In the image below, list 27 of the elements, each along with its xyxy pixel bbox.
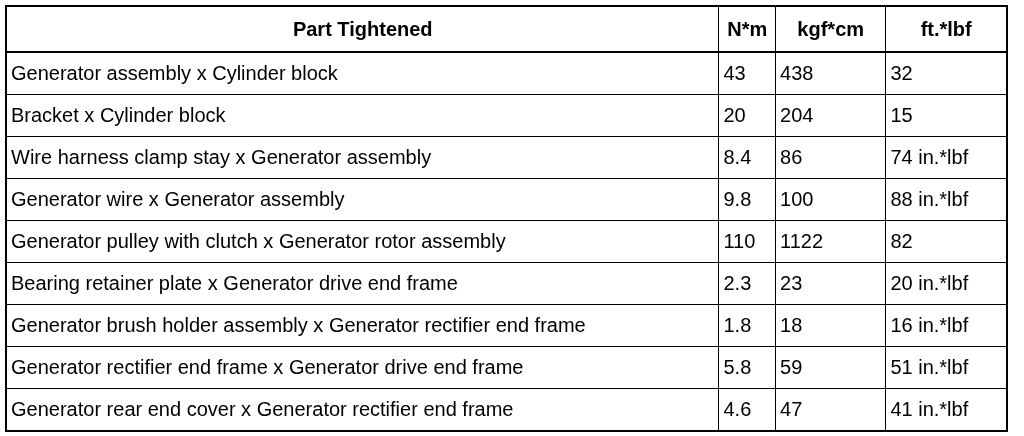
part-name-cell: Generator assembly x Cylinder block xyxy=(6,52,719,95)
column-header: Part Tightened xyxy=(6,6,719,52)
part-name-cell: Generator wire x Generator assembly xyxy=(6,178,719,221)
torque-value-cell: 9.8 xyxy=(718,178,776,221)
part-name-cell: Bracket x Cylinder block xyxy=(6,94,719,137)
torque-value-cell: 8.4 xyxy=(718,136,776,179)
torque-value-cell: 1.8 xyxy=(718,304,776,347)
column-header: N*m xyxy=(718,6,776,52)
torque-value-cell: 86 xyxy=(775,136,886,179)
torque-value-cell: 100 xyxy=(775,178,886,221)
torque-value-cell: 2.3 xyxy=(718,262,776,305)
torque-value-cell: 23 xyxy=(775,262,886,305)
torque-value-cell: 59 xyxy=(775,346,886,389)
torque-value-cell: 1122 xyxy=(775,220,886,263)
torque-value-cell: 110 xyxy=(718,220,776,263)
torque-value-cell: 438 xyxy=(775,52,886,95)
column-header: kgf*cm xyxy=(775,6,886,52)
part-name-cell: Generator rectifier end frame x Generator drive end frame xyxy=(6,346,719,389)
part-name-cell: Wire harness clamp stay x Generator assembly xyxy=(6,136,719,179)
torque-value-cell: 5.8 xyxy=(718,346,776,389)
torque-value-cell: 204 xyxy=(775,94,886,137)
torque-value-cell: 20 xyxy=(718,94,776,137)
torque-value-cell: 43 xyxy=(718,52,776,95)
part-name-cell: Bearing retainer plate x Generator drive end frame xyxy=(6,262,719,305)
part-name-cell: Generator pulley with clutch x Generator rotor assembly xyxy=(6,220,719,263)
torque-value-cell: 18 xyxy=(775,304,886,347)
part-name-cell: Generator brush holder assembly x Generator rectifier end frame xyxy=(6,304,719,347)
